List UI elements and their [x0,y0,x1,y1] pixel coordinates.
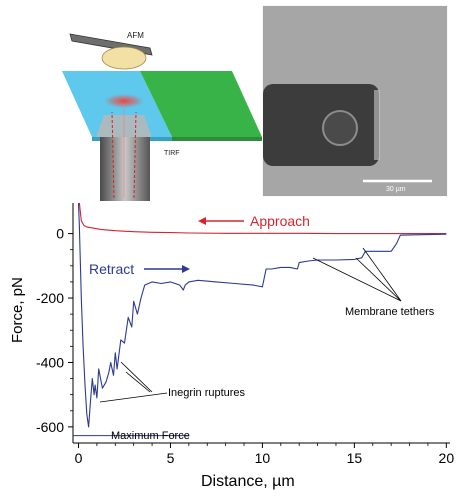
schematic-illustration: AFM TIRF [62,31,262,201]
y-axis-label: Force, pN [9,277,26,343]
series-layer [73,202,447,437]
integrin-ruptures-label: Inegrin ruptures [168,387,246,399]
y-ticks [68,233,73,428]
tether-pointer-3 [312,257,402,302]
cantilever-halo [374,90,380,160]
laser-beam-right [133,111,137,199]
rupture-pointer-3 [125,371,151,393]
membrane-tethers-label: Membrane tethers [345,306,435,318]
approach-label: Approach [250,213,310,229]
tether-pointer-2 [362,247,402,302]
slide-green-half [140,71,262,137]
series-line-approach [78,202,447,235]
x-tick-label: 15 [347,450,363,466]
x-tick-label: 0 [75,450,83,466]
maximum-force-annotation: Maximum Force [111,430,190,442]
x-axis-label: Distance, µm [201,473,295,490]
force-chart: 0 -200 -400 -600 0 5 10 15 20 Force, pN Distanc… [9,202,455,490]
rupture-pointer-2 [120,361,153,393]
cell-icon [101,46,147,70]
bead-icon [322,110,358,146]
membrane-tethers-annotation: Membrane tethers [312,247,435,318]
maximum-force-label: Maximum Force [111,430,190,442]
retract-annotation: Retract [89,261,190,277]
micrograph: 30 µm [262,5,448,197]
x-ticks [78,443,447,448]
afm-label: AFM [127,31,144,40]
x-tick-label: 10 [255,450,271,466]
retract-arrowhead-icon [182,265,190,273]
tirf-label: TIRF [164,150,180,157]
y-tick-label: 0 [56,226,64,242]
y-tick-labels: 0 -200 -400 -600 [36,226,64,435]
scale-bar-label: 30 µm [386,186,406,193]
retract-label: Retract [89,261,134,277]
rupture-pointer-1 [99,392,168,403]
tether-pointer-1 [355,257,402,302]
y-tick-label: -400 [36,354,64,370]
y-tick-label: -200 [36,290,64,306]
x-tick-label: 20 [439,450,455,466]
approach-annotation: Approach [198,213,310,229]
y-tick-label: -600 [36,419,64,435]
series-line-retract [77,202,447,428]
x-tick-labels: 0 5 10 15 20 [75,450,455,466]
cantilever-shadow [263,84,379,166]
tirf-spot [104,94,144,108]
laser-beam-left [111,111,115,199]
objective-column [100,137,150,201]
approach-arrowhead-icon [198,217,206,225]
integrin-ruptures-annotation: Inegrin ruptures [99,361,246,403]
x-tick-label: 5 [167,450,175,466]
